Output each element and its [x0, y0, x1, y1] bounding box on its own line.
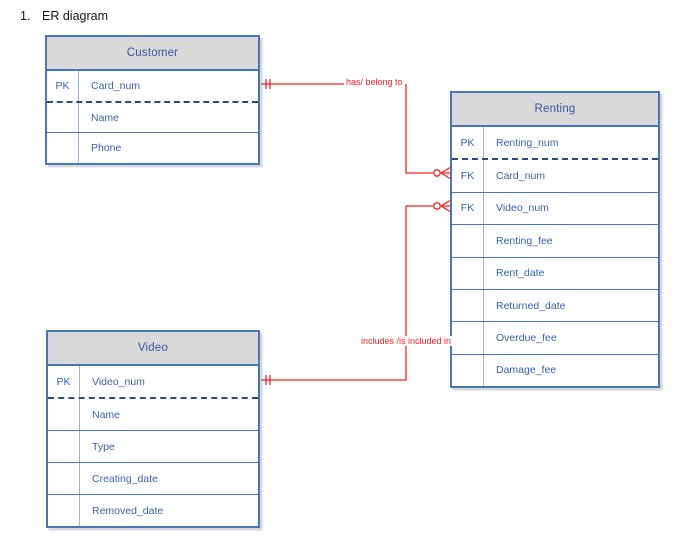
attribute-name: Returned_date: [496, 299, 566, 312]
row-video-type: Type: [48, 431, 258, 463]
key-badge: PK: [47, 71, 79, 101]
crow-foot-many-icon: [440, 199, 451, 213]
relationship-line-includes: [261, 205, 433, 381]
key-badge: [452, 289, 484, 322]
page-title-text: ER diagram: [42, 9, 108, 23]
row-video-video-num: PK Video_num: [48, 366, 258, 399]
attribute-name: Name: [92, 408, 121, 421]
cardinality-one-and-only-one-icon: [265, 375, 271, 385]
row-customer-phone: Phone: [47, 133, 258, 164]
key-badge: [48, 463, 80, 494]
key-badge: FK: [452, 192, 484, 225]
attribute-name: Removed_date: [92, 504, 164, 517]
relationship-label-has-belong-to: has/ belong to: [345, 77, 404, 87]
row-video-name: Name: [48, 399, 258, 431]
row-renting-overdue-fee: Overdue_fee: [452, 322, 658, 355]
crow-foot-many-icon: [440, 166, 451, 180]
row-renting-rent-date: Rent_date: [452, 257, 658, 290]
key-badge: [47, 133, 79, 164]
attribute-name: Name: [91, 111, 120, 124]
row-renting-renting-fee: Renting_fee: [452, 225, 658, 258]
attribute-name: Renting_fee: [496, 234, 553, 247]
key-badge: [452, 354, 484, 386]
key-badge: [452, 257, 484, 289]
attribute-name: Creating_date: [92, 472, 158, 485]
attribute-name: Renting_num: [496, 136, 559, 149]
row-video-creating-date: Creating_date: [48, 463, 258, 495]
key-badge: FK: [452, 160, 484, 192]
row-renting-returned-date: Returned_date: [452, 289, 658, 323]
row-renting-damage-fee: Damage_fee: [452, 354, 658, 386]
key-badge: [48, 495, 80, 526]
relationship-label-includes: includes /is included in: [360, 336, 453, 346]
key-badge: [452, 322, 484, 354]
entity-customer-title: Customer: [47, 37, 258, 71]
entity-renting: Renting PK Renting_num FK Card_num FK Vi…: [450, 91, 660, 388]
attribute-name: Overdue_fee: [496, 331, 557, 344]
row-renting-renting-num: PK Renting_num: [452, 127, 658, 161]
row-customer-name: Name: [47, 102, 258, 134]
key-badge: [48, 431, 80, 462]
row-customer-card-num: PK Card_num: [47, 71, 258, 103]
entity-video: Video PK Video_num Name Type Creating_da…: [46, 330, 260, 528]
cardinality-zero-circle-icon: [433, 169, 441, 177]
list-number: 1.: [20, 9, 31, 23]
row-renting-video-num: FK Video_num: [452, 192, 658, 226]
entity-renting-title: Renting: [452, 93, 658, 127]
entity-customer: Customer PK Card_num Name Phone: [45, 35, 260, 165]
attribute-name: Video_num: [496, 202, 549, 215]
key-badge: PK: [48, 366, 80, 397]
attribute-name: Phone: [91, 142, 122, 155]
key-badge: PK: [452, 127, 484, 159]
row-renting-card-num: FK Card_num: [452, 160, 658, 193]
key-badge: [452, 225, 484, 257]
attribute-name: Card_num: [496, 170, 546, 183]
attribute-name: Type: [92, 440, 115, 453]
key-badge: [48, 399, 80, 430]
attribute-name: Rent_date: [496, 267, 545, 280]
row-video-removed-date: Removed_date: [48, 495, 258, 526]
cardinality-one-and-only-one-icon: [265, 79, 271, 89]
attribute-name: Video_num: [92, 375, 145, 388]
relationship-line-has-belong-to: [405, 84, 433, 174]
entity-video-title: Video: [48, 332, 258, 366]
page-title: 1. ER diagram: [20, 9, 108, 23]
attribute-name: Card_num: [91, 79, 141, 92]
attribute-name: Damage_fee: [496, 364, 557, 377]
key-badge: [47, 102, 79, 133]
cardinality-zero-circle-icon: [433, 202, 441, 210]
